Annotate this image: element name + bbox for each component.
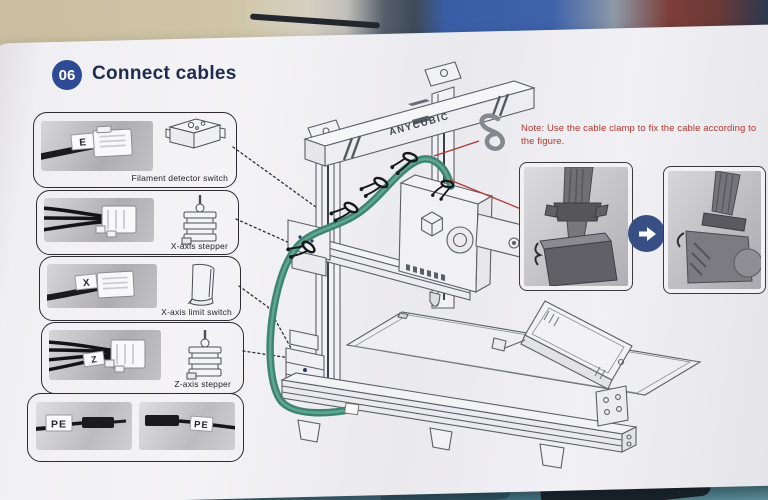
cable-tag-letter: X [82,278,90,290]
panel-z-axis-stepper: Z Z-axis stepper [41,322,244,394]
arrow-glyph [638,226,656,241]
panel-label: Filament detector switch [131,173,228,183]
connector-photo-x-stepper [44,198,154,242]
panel-filament-detector-switch: E Filament detector switch [33,112,237,188]
filament-detector-switch-icon [165,118,226,149]
clamp-photo-before [519,162,633,291]
cable-clamps-on-printer [281,147,455,269]
panel-label: Z-axis stepper [174,379,231,389]
cable-tag-letter: Z [90,354,97,365]
panel-x-axis-stepper: X-axis stepper [36,190,239,255]
connector-photo-art: Z [49,339,146,373]
clamp-photo-after-art [668,171,761,289]
pe-tag: PE [51,419,67,431]
connector-photo-art: E [41,125,133,160]
green-cable [266,155,455,417]
pe-photo-left: PE [36,402,132,450]
pe-photo-art: PE [145,415,235,432]
page-title: Connect cables [92,63,237,84]
pe-photo-right: PE [139,402,235,450]
cable-clamp-icon [479,113,505,151]
pe-tag: PE [194,419,209,431]
cable-tag-letter: E [79,137,87,149]
pe-photo-art: PE [36,414,127,432]
connector-photo-filament-detector: E [41,121,153,171]
arrow-right-icon [628,215,665,252]
step-number-badge: 06 [52,60,82,90]
connector-photo-z-stepper: Z [49,330,161,380]
panel-label: X-axis limit switch [161,307,232,317]
panel-label: X-axis stepper [170,241,228,251]
stepper-motor-icon [186,330,222,380]
panel-x-axis-limit-switch: X X-axis limit switch [39,256,241,321]
connector-photo-art: X [47,270,135,301]
clamp-photo-after [663,166,766,294]
connector-photo-art [44,205,137,238]
anycubic-logo-text: ANYCUBIC [388,111,451,138]
cable-clamp-note: Note: Use the cable clamp to fix the cab… [521,123,757,148]
stepper-motor-icon [181,195,217,245]
clamp-photo-before-art [524,167,628,286]
callout-dotted-lines [232,146,321,360]
note-callout-lines [433,140,522,210]
limit-switch-icon [187,263,215,306]
panel-pe-ground-leads: PE PE [27,393,244,462]
connector-photo-x-limit: X [47,264,157,308]
